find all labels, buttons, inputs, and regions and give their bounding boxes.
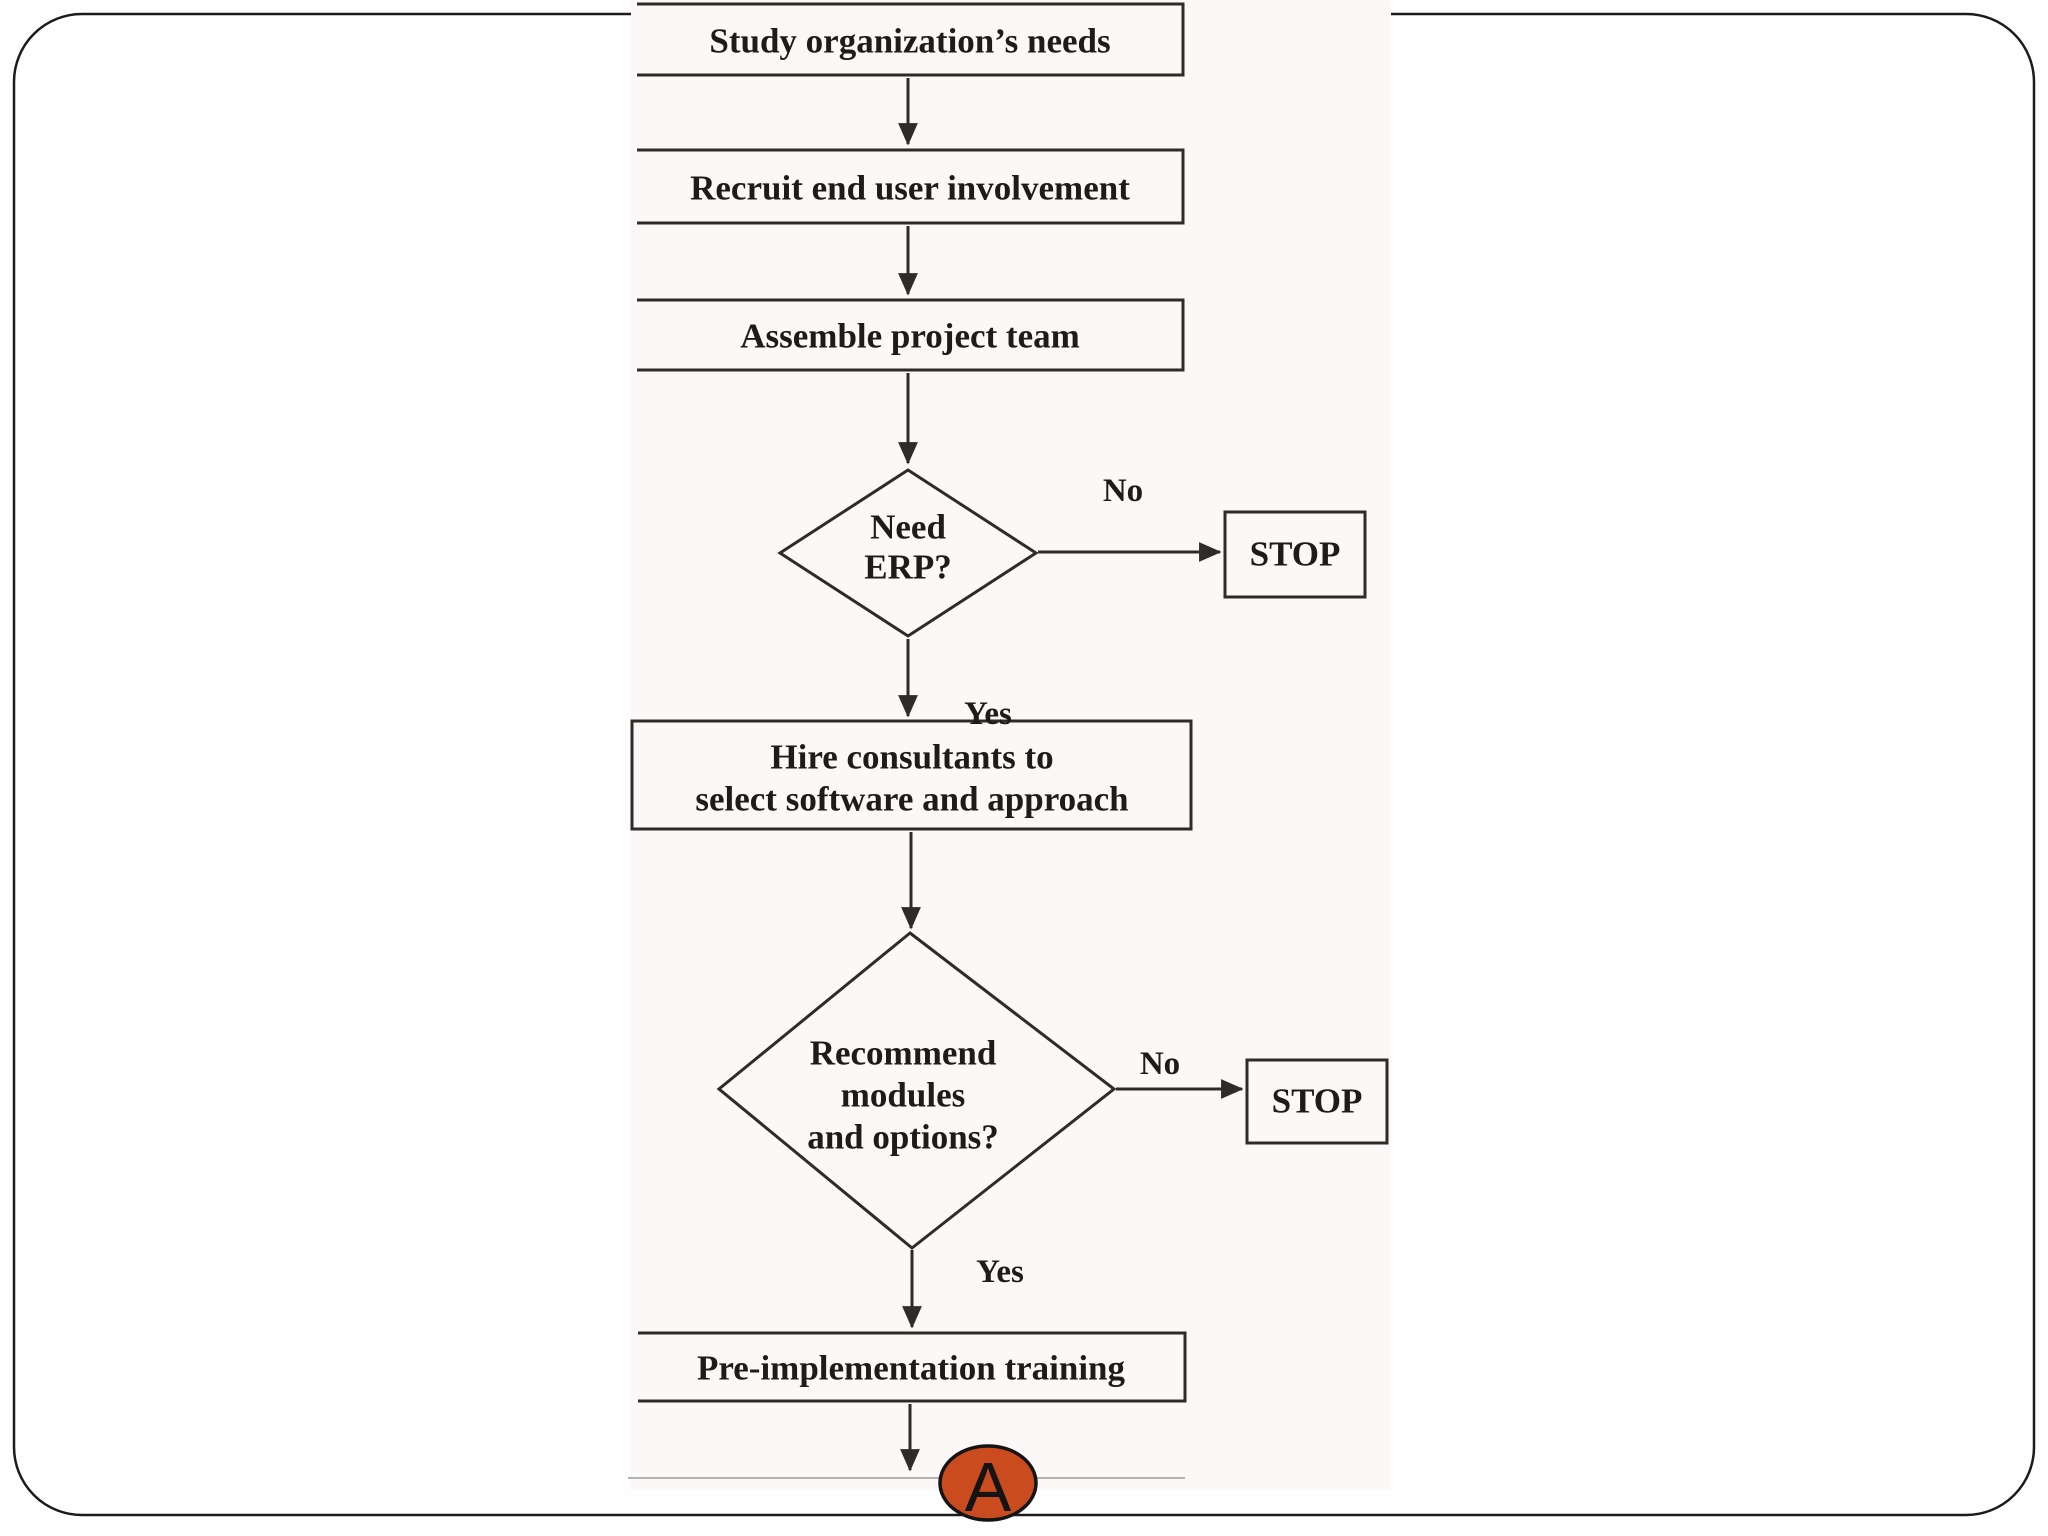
label-preimplementation: Pre-implementation training: [697, 1349, 1126, 1388]
label-recruit: Recruit end user involvement: [690, 169, 1130, 208]
stop-box-2: [1245, 1058, 1389, 1145]
decision-recommend-modules: [716, 931, 1117, 1250]
label-stop-1: STOP: [1250, 535, 1341, 574]
label-recommend-line3: and options?: [807, 1118, 999, 1157]
process-box-hire: [630, 719, 1193, 831]
stop-box-1: [1223, 510, 1367, 599]
offpage-connector-circle: [938, 1444, 1038, 1522]
label-assemble: Assemble project team: [740, 317, 1080, 356]
label-study: Study organization’s needs: [709, 22, 1110, 61]
process-box-preimplementation: [638, 1331, 1187, 1403]
edge-label-no-1: No: [1103, 473, 1143, 509]
process-box-recruit: [637, 148, 1185, 225]
label-stop-2: STOP: [1272, 1082, 1363, 1121]
edge-label-no-2: No: [1140, 1046, 1180, 1082]
label-recommend-line2: modules: [841, 1076, 965, 1115]
label-hire-line2: select software and approach: [695, 780, 1128, 819]
offpage-connector-label: A: [965, 1448, 1012, 1526]
edge-label-yes-1: Yes: [964, 696, 1012, 732]
decision-need-erp: [777, 468, 1039, 638]
process-box-study: [637, 2, 1185, 77]
label-need-erp-line2: ERP?: [864, 548, 952, 587]
process-box-assemble: [637, 298, 1185, 372]
label-need-erp-line1: Need: [870, 508, 946, 547]
label-recommend-line1: Recommend: [810, 1034, 997, 1073]
label-hire-line1: Hire consultants to: [770, 738, 1053, 777]
edge-label-yes-2: Yes: [976, 1254, 1024, 1290]
